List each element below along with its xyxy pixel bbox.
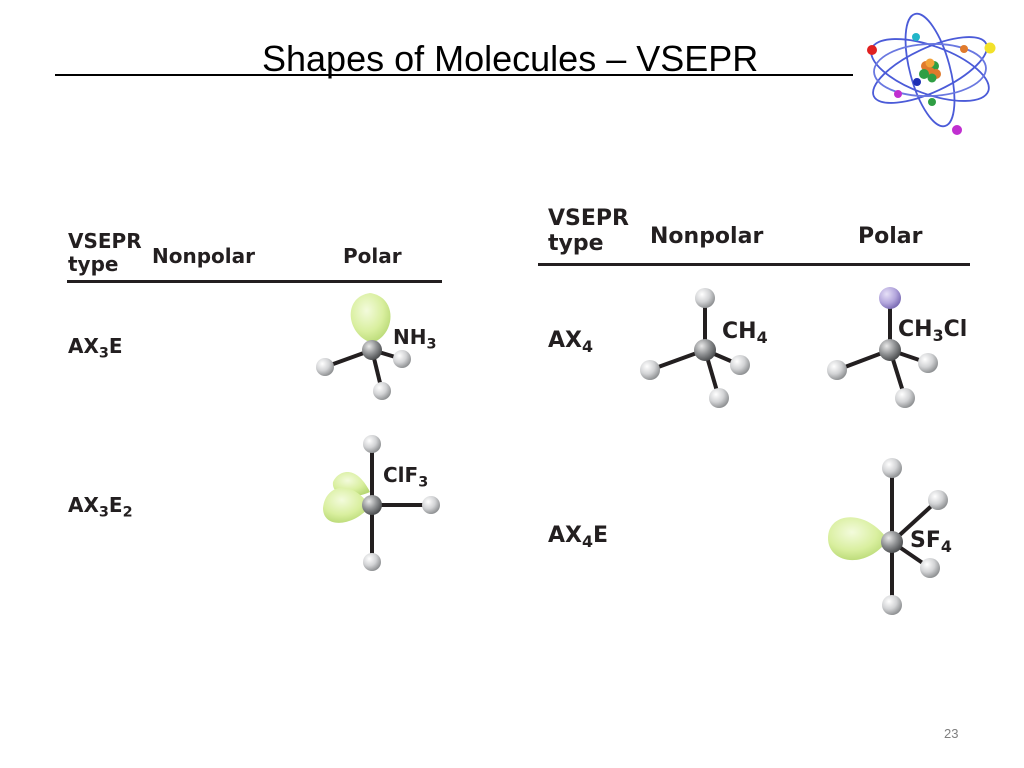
lone-pair-lobe (350, 293, 391, 343)
header-vsepr-line2: type (68, 252, 119, 276)
atom-h (730, 355, 750, 375)
clf3-molecule (323, 435, 440, 571)
central-atom (362, 495, 382, 515)
atom-h (640, 360, 660, 380)
atom-icon (867, 12, 996, 135)
title-underline (55, 74, 853, 76)
atom-h (373, 382, 391, 400)
header-rule (67, 280, 442, 283)
formula-nh3: NH3 (393, 325, 437, 353)
atom-f (363, 553, 381, 571)
atom-f (363, 435, 381, 453)
central-atom (362, 340, 382, 360)
central-atom (879, 339, 901, 361)
atom-h (316, 358, 334, 376)
atom-h (393, 350, 411, 368)
atom-f (422, 496, 440, 514)
central-atom (881, 531, 903, 553)
atom-h (918, 353, 938, 373)
vsepr-type-ax4e: AX4E (548, 523, 609, 551)
atom-f (920, 558, 940, 578)
nh3-molecule (316, 293, 411, 400)
header-vsepr-line2: type (548, 231, 604, 256)
formula-ch4: CH4 (722, 319, 768, 347)
atom-h (827, 360, 847, 380)
atom-cl (879, 287, 901, 309)
header-vsepr-label: VSEPR type (548, 206, 629, 256)
header-vsepr-label: VSEPR type (68, 230, 142, 276)
atom-f (882, 595, 902, 615)
lone-pair-lobe (828, 517, 888, 561)
header-vsepr-line1: VSEPR (548, 206, 629, 231)
vsepr-type-ax3e: AX3E (68, 334, 123, 362)
ch3cl-molecule (827, 287, 938, 408)
formula-ch3cl: CH3Cl (898, 317, 968, 345)
formula-clf3: ClF3 (383, 463, 429, 491)
header-nonpolar: Nonpolar (650, 224, 764, 249)
atom-f (882, 458, 902, 478)
atom-h (895, 388, 915, 408)
vsepr-type-ax3e2: AX3E2 (68, 493, 133, 521)
formula-sf4: SF4 (910, 528, 952, 556)
page-number: 23 (944, 726, 959, 741)
header-polar: Polar (858, 224, 923, 249)
sf4-molecule (828, 458, 948, 615)
atom-f (928, 490, 948, 510)
lone-pair-lobe (323, 487, 370, 523)
vsepr-type-ax4: AX4 (548, 328, 594, 356)
slide-title: Shapes of Molecules – VSEPR (262, 38, 759, 79)
header-nonpolar: Nonpolar (152, 244, 255, 268)
ch4-molecule (640, 288, 750, 408)
central-atom (694, 339, 716, 361)
atom-h (709, 388, 729, 408)
atom-h (695, 288, 715, 308)
header-rule (538, 263, 970, 266)
header-vsepr-line1: VSEPR (68, 229, 142, 253)
header-polar: Polar (343, 244, 402, 268)
